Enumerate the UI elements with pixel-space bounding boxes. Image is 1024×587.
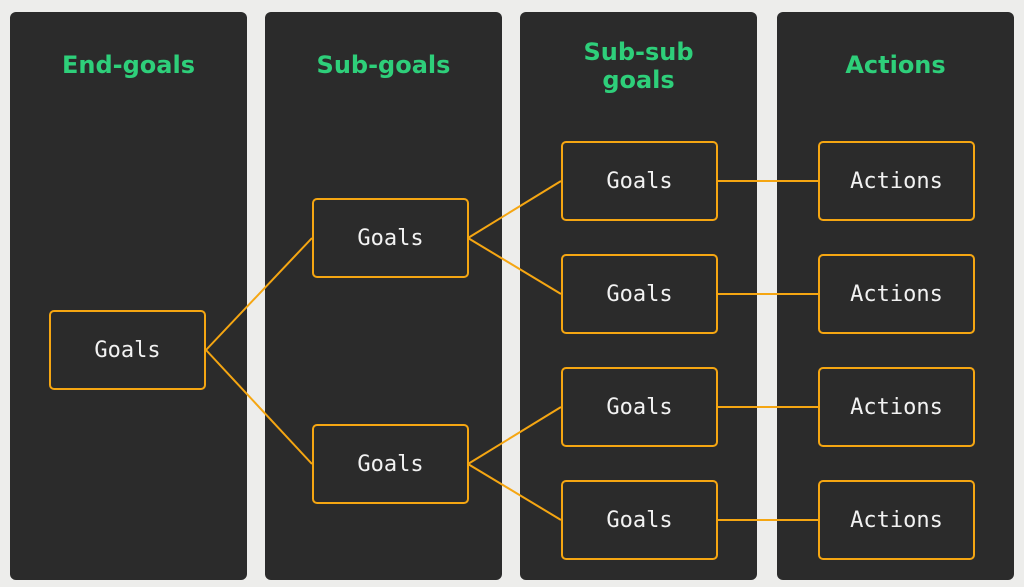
connector-sub2-to-subsub3 xyxy=(467,406,562,465)
sub-sub-goal-node-4: Goals xyxy=(561,480,718,560)
sub-goal-node-2: Goals xyxy=(312,424,469,504)
connector-end-to-sub-1 xyxy=(205,237,313,351)
action-node-2: Actions xyxy=(818,254,975,334)
connector-sub2-to-subsub4 xyxy=(467,463,562,521)
column-title-actions: Actions xyxy=(845,51,946,79)
sub-sub-goal-node-3: Goals xyxy=(561,367,718,447)
sub-sub-goal-node-1: Goals xyxy=(561,141,718,221)
end-goal-node: Goals xyxy=(49,310,206,390)
action-node-3: Actions xyxy=(818,367,975,447)
connector-sub1-to-subsub2 xyxy=(467,237,562,295)
action-node-4: Actions xyxy=(818,480,975,560)
column-title-sub-sub-goals: Sub-sub goals xyxy=(583,38,694,94)
column-title-end-goals: End-goals xyxy=(62,51,195,79)
connector-sub1-to-subsub1 xyxy=(467,180,562,239)
column-title-sub-goals: Sub-goals xyxy=(316,51,451,79)
connector-end-to-sub-2 xyxy=(205,349,313,465)
column-end-goals: End-goals xyxy=(10,12,247,580)
action-node-1: Actions xyxy=(818,141,975,221)
sub-goal-node-1: Goals xyxy=(312,198,469,278)
sub-sub-goal-node-2: Goals xyxy=(561,254,718,334)
